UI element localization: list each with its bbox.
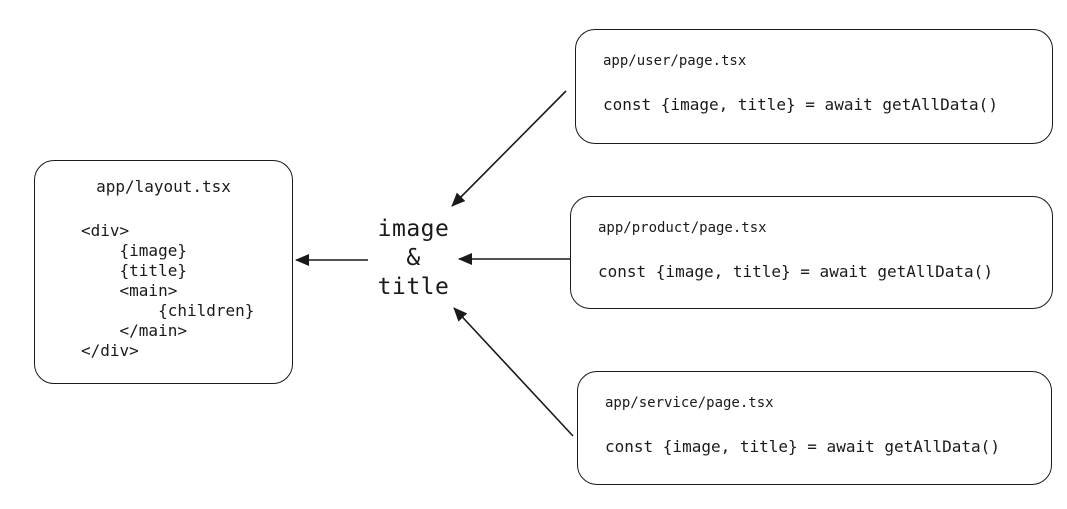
- page-box-product: app/product/page.tsx const {image, title…: [570, 196, 1053, 309]
- page-box-service-title: app/service/page.tsx: [605, 395, 774, 411]
- page-box-product-title: app/product/page.tsx: [598, 220, 767, 236]
- page-box-user-code: const {image, title} = await getAllData(…: [603, 95, 998, 114]
- page-box-user: app/user/page.tsx const {image, title} =…: [575, 29, 1053, 144]
- arrow-service-to-center: [453, 307, 574, 437]
- layout-box-code: <div> {image} {title} <main> {children} …: [81, 221, 255, 360]
- layout-box: app/layout.tsx <div> {image} {title} <ma…: [34, 160, 293, 384]
- layout-box-title: app/layout.tsx: [96, 177, 231, 196]
- center-label: image & title: [377, 216, 450, 300]
- page-box-service-code: const {image, title} = await getAllData(…: [605, 437, 1000, 456]
- page-box-service: app/service/page.tsx const {image, title…: [577, 371, 1052, 485]
- page-box-user-title: app/user/page.tsx: [603, 53, 747, 69]
- arrow-user-to-center: [451, 90, 567, 207]
- page-box-product-code: const {image, title} = await getAllData(…: [598, 262, 993, 281]
